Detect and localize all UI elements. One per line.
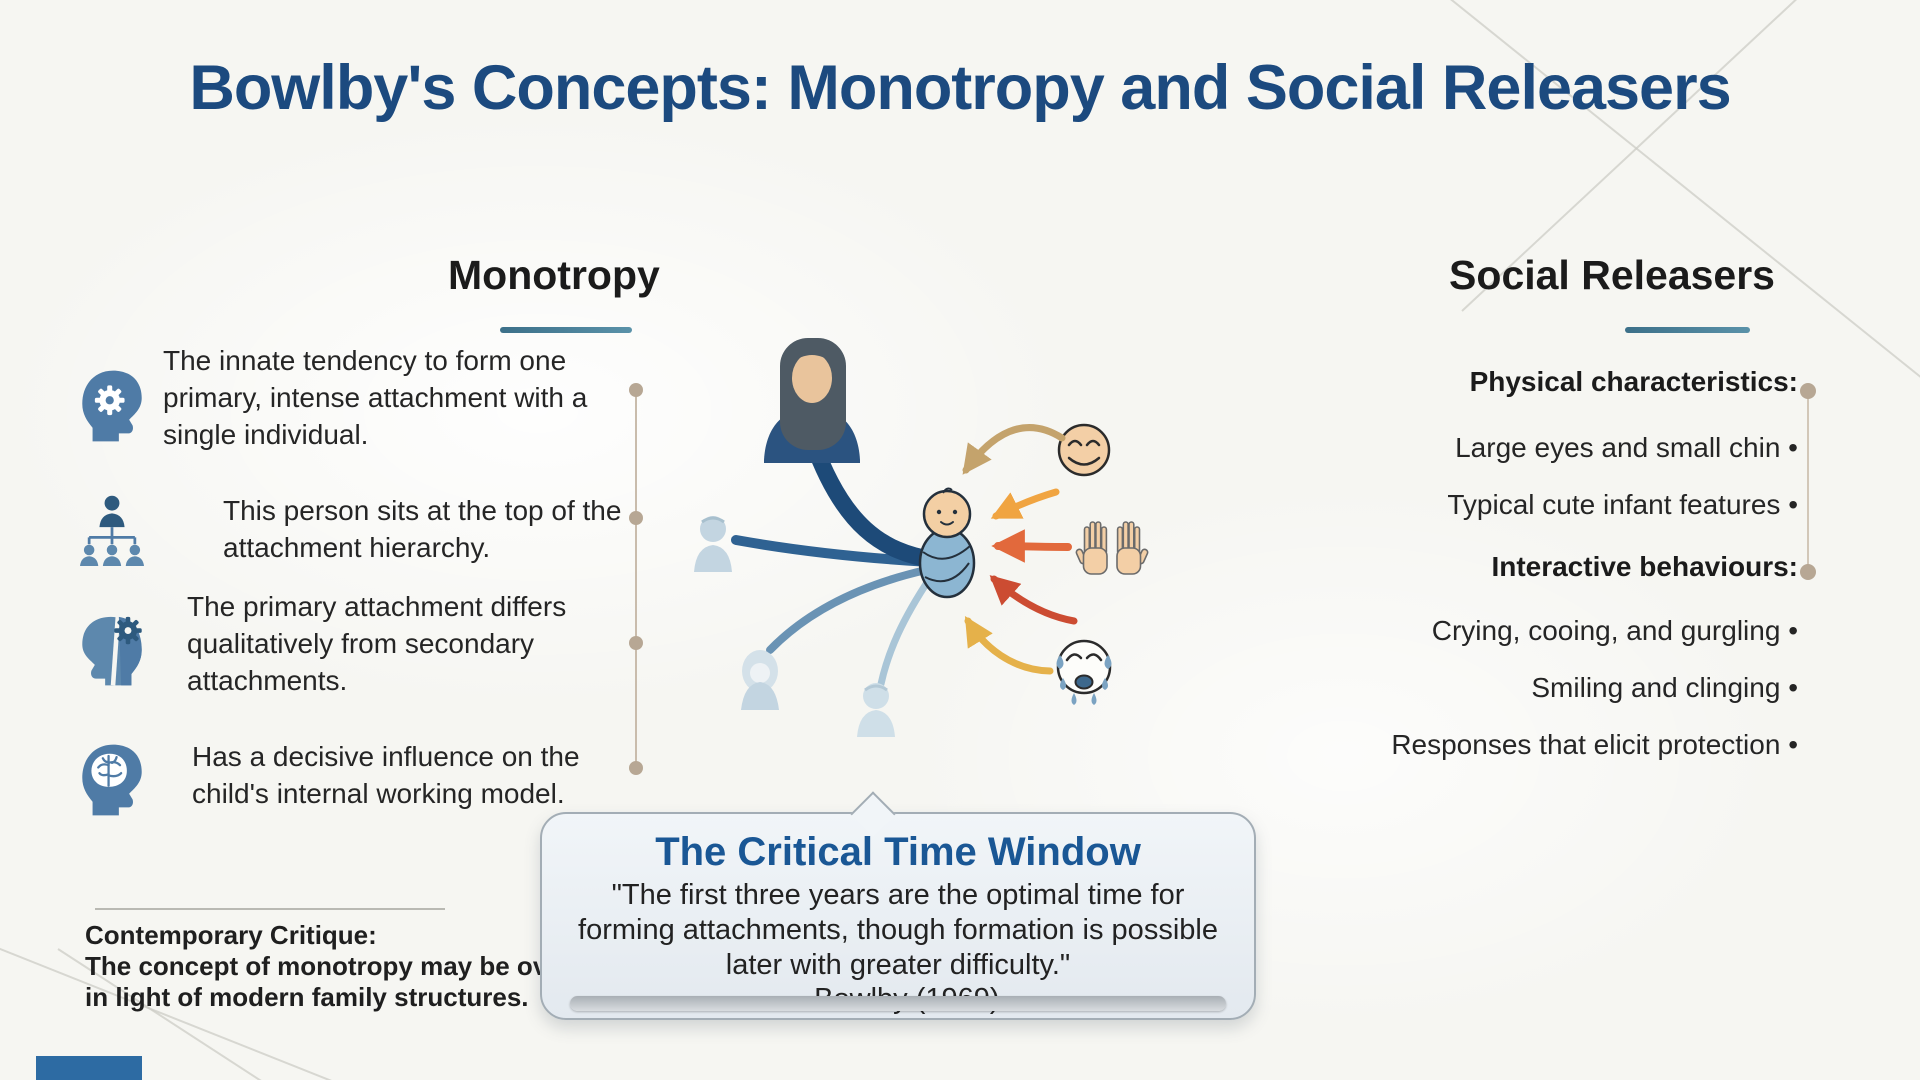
crying-face — [1056, 639, 1112, 705]
physical-characteristics-label: Physical characteristics: — [1469, 366, 1798, 397]
secondary-figure-bottom-left — [741, 650, 779, 710]
baby-figure — [918, 487, 976, 599]
open-hands — [1075, 521, 1150, 575]
monotropy-item-text: The primary attachment differs qualitati… — [187, 591, 567, 696]
smiling-face — [1057, 423, 1111, 477]
secondary-figure-left — [694, 516, 732, 572]
critique-heading: Contemporary Critique: — [85, 920, 377, 950]
secondary-figure-bottom — [857, 683, 895, 737]
monotropy-item-text: Has a decisive influence on the child's … — [192, 741, 580, 809]
callout-base-bar — [570, 996, 1226, 1011]
releaser-arrows — [962, 424, 1078, 675]
corner-accent-bar — [36, 1056, 142, 1080]
page-title: Bowlby's Concepts: Monotropy and Social … — [189, 53, 1731, 123]
critique-line: in light of modern family structures. — [85, 982, 529, 1012]
monotropy-item-text: This person sits at the top of the attac… — [223, 495, 622, 563]
head-gear-icon — [75, 366, 149, 446]
attachment-curves — [731, 433, 943, 688]
social-releaser-item: Crying, cooing, and gurgling • — [1431, 615, 1798, 646]
social-releaser-item: Typical cute infant features • — [1447, 489, 1798, 520]
social-connector-line — [1807, 391, 1809, 572]
social-releaser-item: Smiling and clinging • — [1531, 672, 1798, 703]
callout-quote: "The first three years are the optimal t… — [578, 879, 1218, 981]
callout-title: The Critical Time Window — [655, 830, 1141, 874]
head-brain-icon — [75, 740, 149, 820]
connector-dot — [1800, 383, 1816, 399]
monotropy-heading: Monotropy — [448, 252, 660, 298]
hierarchy-icon — [75, 494, 149, 574]
connector-dot — [1800, 564, 1816, 580]
critique-divider — [95, 908, 445, 910]
mother-figure — [764, 338, 860, 463]
social-releaser-item: Large eyes and small chin • — [1455, 432, 1798, 463]
monotropy-item-text: The innate tendency to form one primary,… — [163, 345, 588, 450]
attachment-illustration — [600, 300, 1360, 800]
head-cog-icon — [75, 610, 149, 690]
connector-dot — [629, 761, 643, 775]
connector-dot — [629, 511, 643, 525]
critical-time-window-callout: The Critical Time Window "The first thre… — [540, 791, 1256, 1020]
connector-dot — [629, 636, 643, 650]
interactive-behaviours-label: Interactive behaviours: — [1491, 551, 1798, 582]
connector-dot — [629, 383, 643, 397]
social-releaser-item: Responses that elicit protection • — [1391, 729, 1798, 760]
social-releasers-underline — [1625, 327, 1750, 333]
monotropy-connector-line — [635, 390, 637, 768]
social-releasers-heading: Social Releasers — [1449, 252, 1775, 298]
monotropy-underline — [500, 327, 632, 333]
